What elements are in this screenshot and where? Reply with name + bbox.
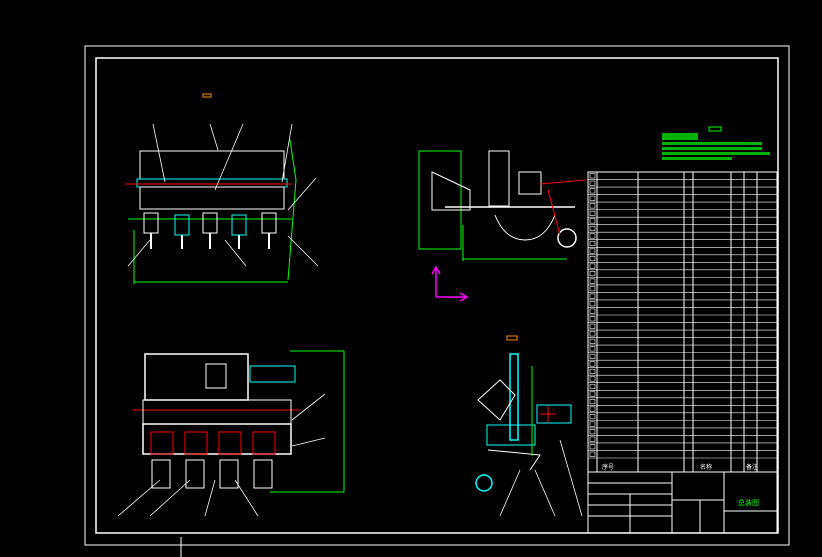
parts-list-index-box xyxy=(589,444,596,450)
parts-list-index-box xyxy=(589,353,596,359)
parts-list-index-box xyxy=(589,316,596,322)
inner-frame xyxy=(95,57,779,534)
parts-list-index-box xyxy=(589,451,596,457)
drawing-title: 总装图 xyxy=(738,498,759,507)
title-block: 序号 名称 备注 总装图 xyxy=(587,463,778,534)
side-view[interactable] xyxy=(418,150,586,261)
parts-list-index-box xyxy=(589,301,596,307)
parts-list-index-box xyxy=(589,225,596,232)
parts-list-index-box xyxy=(589,233,596,239)
parts-list-index-box xyxy=(589,406,596,412)
parts-list-index-box xyxy=(589,210,596,216)
parts-list-index-box xyxy=(589,338,596,344)
parts-list-index-box xyxy=(589,180,596,186)
ucs-axis-icon xyxy=(431,265,469,302)
parts-list-index-box xyxy=(589,331,596,337)
parts-header-note: 备注 xyxy=(746,463,758,471)
parts-list-index-box xyxy=(589,398,596,405)
parts-list-index-box xyxy=(589,323,596,329)
parts-list-index-box xyxy=(589,286,596,292)
top-view[interactable] xyxy=(117,350,345,517)
section-view[interactable] xyxy=(475,335,583,517)
front-view[interactable] xyxy=(125,93,319,284)
parts-list-index-box xyxy=(589,195,596,201)
parts-list-index-box xyxy=(589,391,596,397)
parts-list-index-box xyxy=(589,278,596,284)
parts-list-index-box xyxy=(589,293,596,299)
parts-list-index-box xyxy=(589,368,596,375)
technical-notes xyxy=(662,126,770,160)
parts-header-number: 序号 xyxy=(602,463,614,471)
parts-list-table xyxy=(587,171,778,473)
parts-list-index-box xyxy=(589,255,596,262)
parts-list-index-box xyxy=(589,218,596,224)
parts-list-index-box xyxy=(589,414,596,420)
parts-list-index-box xyxy=(589,248,596,254)
parts-list-index-box xyxy=(589,308,596,314)
parts-list-index-box xyxy=(589,421,596,427)
parts-list-index-box xyxy=(589,271,596,277)
outer-frame xyxy=(84,45,790,546)
parts-list-index-box xyxy=(589,203,596,209)
parts-list-index-box xyxy=(589,436,596,442)
parts-list-index-box xyxy=(589,240,596,247)
parts-list-index-box xyxy=(589,383,596,390)
parts-header-name: 名称 xyxy=(700,463,712,471)
parts-list-index-box xyxy=(589,188,596,194)
parts-list-index-box xyxy=(589,173,596,179)
parts-list-index-box xyxy=(589,263,596,269)
parts-list-index-box xyxy=(589,361,596,367)
parts-list-index-box xyxy=(589,346,596,352)
parts-list-index-box xyxy=(589,429,596,435)
parts-list-index-box xyxy=(589,376,596,382)
